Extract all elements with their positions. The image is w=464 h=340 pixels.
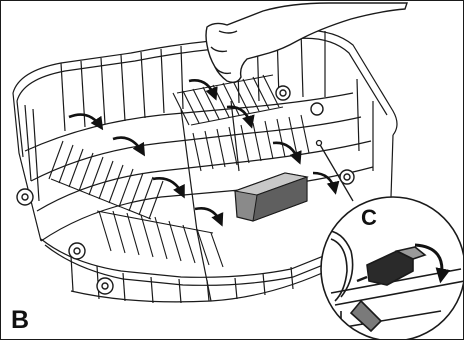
fold-down-tines: [49, 75, 309, 267]
curved-arrow-icon: [195, 208, 221, 223]
holder-block: [235, 173, 307, 221]
curved-arrow-icon: [153, 178, 183, 195]
inset-label-c: C: [361, 207, 377, 229]
panel-label-b: B: [11, 308, 29, 333]
hand-icon: [206, 3, 407, 82]
zoom-inset: [319, 197, 463, 339]
curved-arrow-icon: [313, 173, 335, 191]
